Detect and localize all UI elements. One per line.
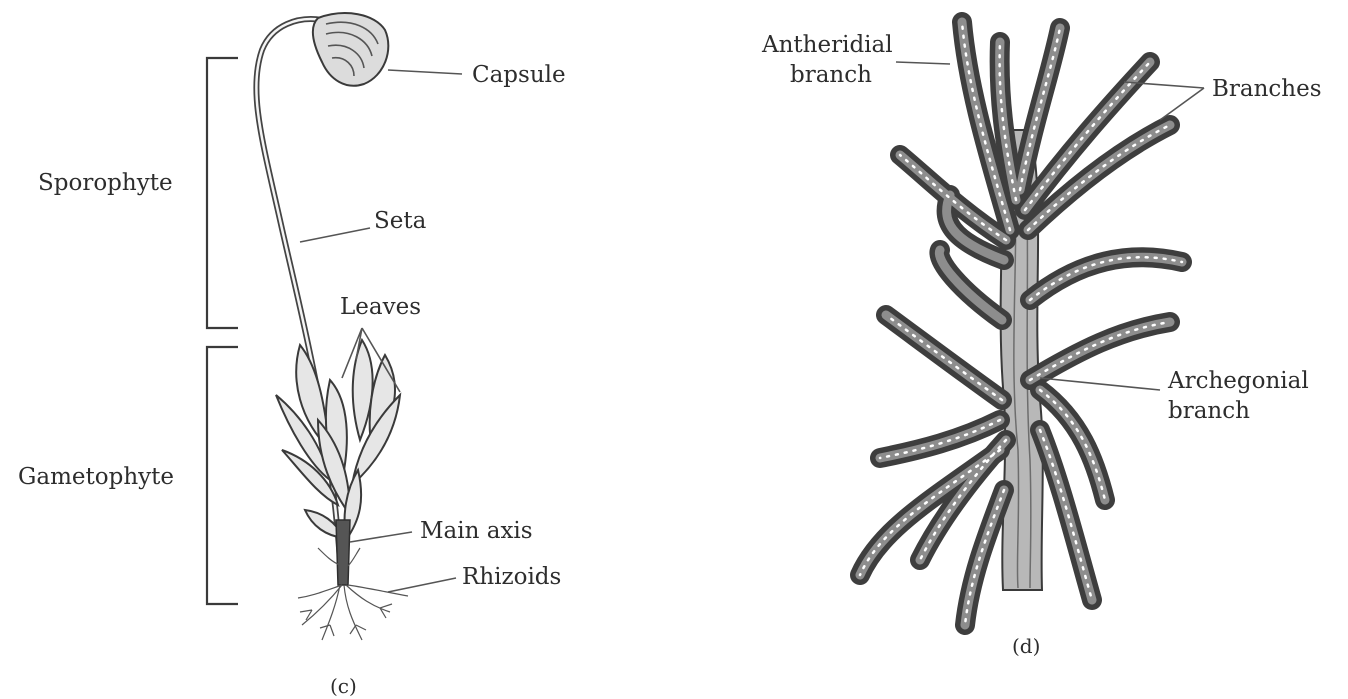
label-capsule: Capsule bbox=[472, 62, 566, 88]
rhizoids-leader bbox=[387, 577, 457, 593]
rhizoids-roots bbox=[297, 547, 409, 641]
label-rhizoids: Rhizoids bbox=[462, 564, 561, 590]
main-axis-leader bbox=[349, 531, 413, 543]
figure-d-branched-plant: Antheridial branch Branches Archegonial … bbox=[761, 12, 1322, 658]
label-archegonial-1: Archegonial bbox=[1167, 368, 1309, 394]
caption-d: (d) bbox=[1012, 634, 1040, 658]
sporophyte-bracket bbox=[205, 56, 238, 330]
branches-leader bbox=[1123, 81, 1205, 121]
antheridial-leader bbox=[895, 61, 951, 65]
label-seta: Seta bbox=[374, 208, 427, 234]
seta-leader bbox=[299, 227, 371, 243]
capsule-leader bbox=[387, 69, 463, 75]
leaves-cluster bbox=[275, 337, 402, 543]
archegonial-leader bbox=[1039, 377, 1161, 391]
label-main-axis: Main axis bbox=[420, 518, 533, 544]
label-antheridial-2: branch bbox=[790, 62, 872, 88]
figure-c-moss-plant: Capsule Sporophyte Seta Leaves Gametophy… bbox=[18, 12, 566, 698]
leaves-leader bbox=[341, 327, 401, 393]
caption-c: (c) bbox=[330, 674, 357, 698]
main-axis-stem bbox=[335, 519, 351, 586]
label-sporophyte: Sporophyte bbox=[38, 170, 173, 196]
label-gametophyte: Gametophyte bbox=[18, 464, 174, 490]
label-antheridial-1: Antheridial bbox=[761, 32, 893, 58]
gametophyte-bracket bbox=[205, 345, 238, 606]
label-branches: Branches bbox=[1212, 76, 1322, 102]
branch-group bbox=[850, 12, 1192, 635]
label-leaves: Leaves bbox=[340, 294, 421, 320]
capsule-shape bbox=[311, 12, 390, 87]
label-archegonial-2: branch bbox=[1168, 398, 1250, 424]
